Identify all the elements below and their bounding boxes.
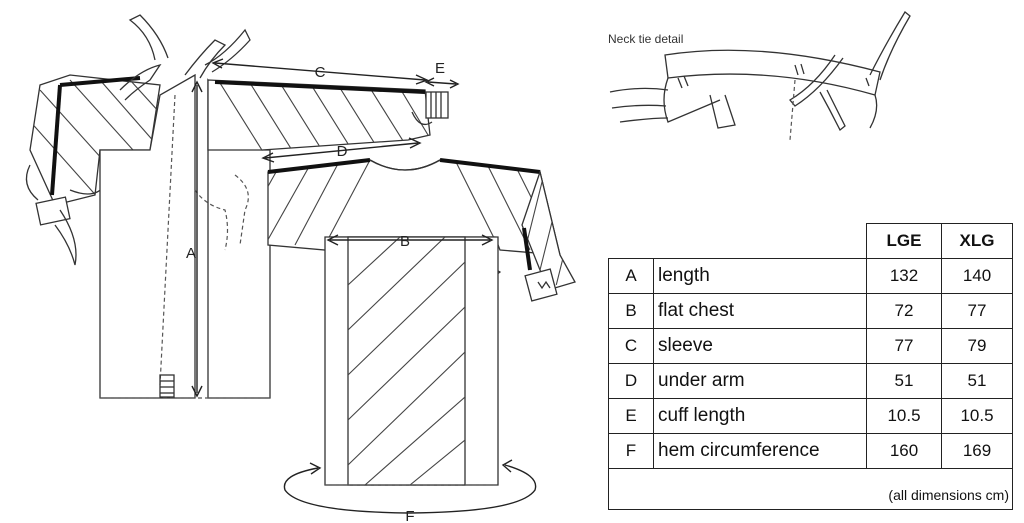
front-view-gown [267, 158, 576, 486]
neck-tie-label: Neck tie detail [608, 32, 683, 46]
row-code: F [608, 433, 654, 469]
row-xlg: 77 [941, 293, 1013, 329]
table-note: (all dimensions cm) [608, 468, 1013, 510]
row-label: cuff length [653, 398, 867, 434]
table-note-row: (all dimensions cm) [608, 468, 1013, 510]
row-xlg: 169 [941, 433, 1013, 469]
row-code: E [608, 398, 654, 434]
dimension-label-d: D [337, 143, 348, 160]
dimension-c: C [211, 58, 429, 85]
dimension-a: A [186, 80, 203, 398]
row-xlg: 10.5 [941, 398, 1013, 434]
column-header-lge: LGE [866, 223, 942, 259]
dimension-label-a: A [186, 245, 196, 262]
dimension-label-b: B [400, 233, 410, 250]
table-header-row: LGE XLG [609, 223, 1013, 259]
row-lge: 10.5 [866, 398, 942, 434]
table-row: A length 132 140 [608, 258, 1013, 294]
row-xlg: 140 [941, 258, 1013, 294]
row-lge: 72 [866, 293, 942, 329]
row-label: hem circumference [653, 433, 867, 469]
row-lge: 77 [866, 328, 942, 364]
table-row: F hem circumference 160 169 [608, 433, 1013, 469]
row-code: C [608, 328, 654, 364]
row-code: D [608, 363, 654, 399]
table-row: C sleeve 77 79 [608, 328, 1013, 364]
row-label: length [653, 258, 867, 294]
row-label: flat chest [653, 293, 867, 329]
dimension-label-e: E [435, 60, 445, 77]
table-row: E cuff length 10.5 10.5 [608, 398, 1013, 434]
back-view-gown [25, 14, 449, 399]
row-code: B [608, 293, 654, 329]
dimension-b: B [326, 233, 494, 250]
column-header-xlg: XLG [941, 223, 1013, 259]
dimension-f: F [283, 459, 537, 523]
row-lge: 132 [866, 258, 942, 294]
row-lge: 51 [866, 363, 942, 399]
dimension-label-c: C [315, 64, 326, 81]
neck-tie-detail: Neck tie detail [608, 11, 911, 141]
dimension-d: D [261, 137, 422, 163]
dimension-label-f: F [405, 508, 414, 523]
row-lge: 160 [866, 433, 942, 469]
row-xlg: 51 [941, 363, 1013, 399]
size-table: LGE XLG A length 132 140 B flat chest 72… [608, 223, 1013, 510]
table-row: D under arm 51 51 [608, 363, 1013, 399]
row-label: under arm [653, 363, 867, 399]
row-label: sleeve [653, 328, 867, 364]
table-row: B flat chest 72 77 [608, 293, 1013, 329]
dimension-e: E [424, 60, 460, 89]
row-code: A [608, 258, 654, 294]
row-xlg: 79 [941, 328, 1013, 364]
